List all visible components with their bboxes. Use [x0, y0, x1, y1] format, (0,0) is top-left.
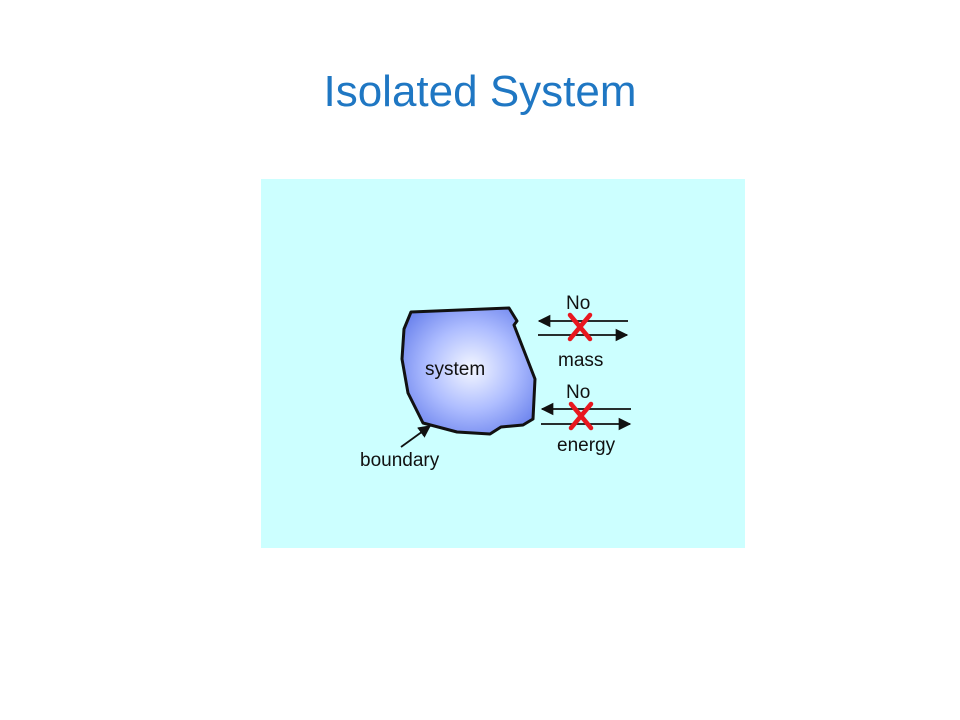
boundary-pointer-arrow [400, 425, 432, 448]
diagram-panel: system boundary No mass No [261, 179, 745, 548]
mass-exchange-group: No mass [537, 293, 629, 371]
energy-exchange-group: No energy [540, 382, 632, 456]
energy-prefix: No [566, 382, 590, 403]
mass-label: mass [558, 350, 603, 371]
x-mark-icon [568, 401, 594, 431]
x-mark-icon [567, 312, 593, 342]
mass-prefix: No [566, 293, 590, 314]
energy-label: energy [557, 435, 616, 456]
system-boundary [400, 306, 537, 436]
system-label: system [425, 359, 485, 380]
slide-title: Isolated System [323, 67, 637, 116]
isolated-system-diagram: system boundary No mass No [360, 293, 632, 471]
boundary-label: boundary [360, 450, 440, 471]
